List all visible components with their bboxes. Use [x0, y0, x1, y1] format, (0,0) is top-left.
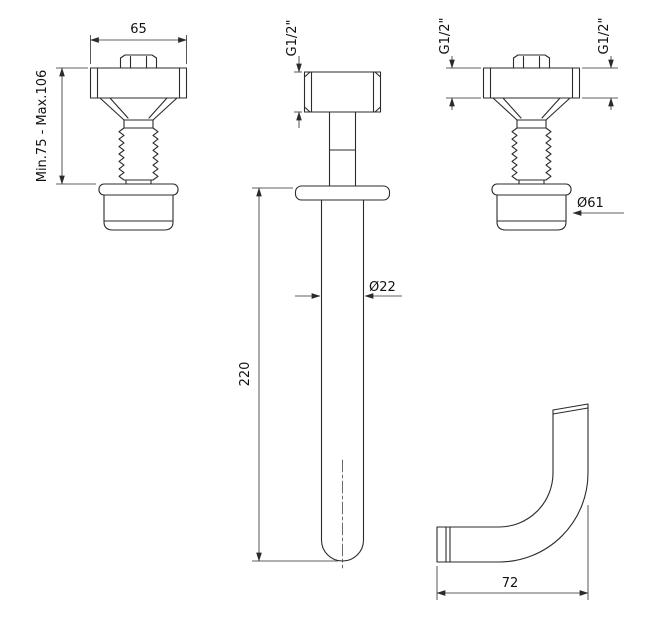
right-valve-housing: [496, 194, 567, 231]
elbow-dimensions: 72: [436, 505, 589, 600]
middle-spout-assembly: [294, 71, 391, 569]
right-valve-flange: [491, 183, 572, 196]
dim-elbow-depth-label: 72: [502, 576, 519, 591]
spout-flange: [294, 185, 391, 201]
left-valve-housing: [103, 194, 174, 231]
right-valve-thread: [511, 127, 552, 181]
middle-spout-dimensions: G1/2" Ø22 220: [238, 20, 402, 562]
left-valve-flange: [98, 183, 179, 196]
elbow-fitting: [436, 403, 589, 563]
left-valve-thread: [118, 127, 159, 181]
dim-spout-diameter-label: Ø22: [369, 280, 396, 295]
left-valve-cap: [119, 54, 158, 69]
dim-left-height-label: Min.75 - Max.106: [35, 70, 50, 183]
dim-left-width-label: 65: [130, 22, 147, 37]
right-valve-body: [482, 67, 581, 99]
right-valve-cap: [512, 54, 551, 69]
left-valve-body: [89, 67, 188, 99]
dim-right-thread-left-label: G1/2": [438, 18, 453, 55]
dim-right-thread-right-label: G1/2": [597, 18, 612, 55]
left-valve-dimensions: 65 Min.75 - Max.106: [35, 22, 187, 185]
spout-tee-fitting: [303, 71, 382, 113]
dim-flange-diameter-label: Ø61: [577, 196, 604, 211]
right-valve-dimensions: G1/2" G1/2" Ø61: [438, 18, 624, 216]
left-valve-cone: [99, 97, 178, 121]
elbow-outline: [436, 403, 589, 563]
dim-spout-length-label: 220: [238, 362, 253, 387]
dim-mid-thread-label: G1/2": [285, 20, 300, 57]
right-valve-cone: [492, 97, 571, 121]
right-valve-assembly: [482, 54, 581, 231]
left-valve-assembly: [89, 54, 188, 231]
